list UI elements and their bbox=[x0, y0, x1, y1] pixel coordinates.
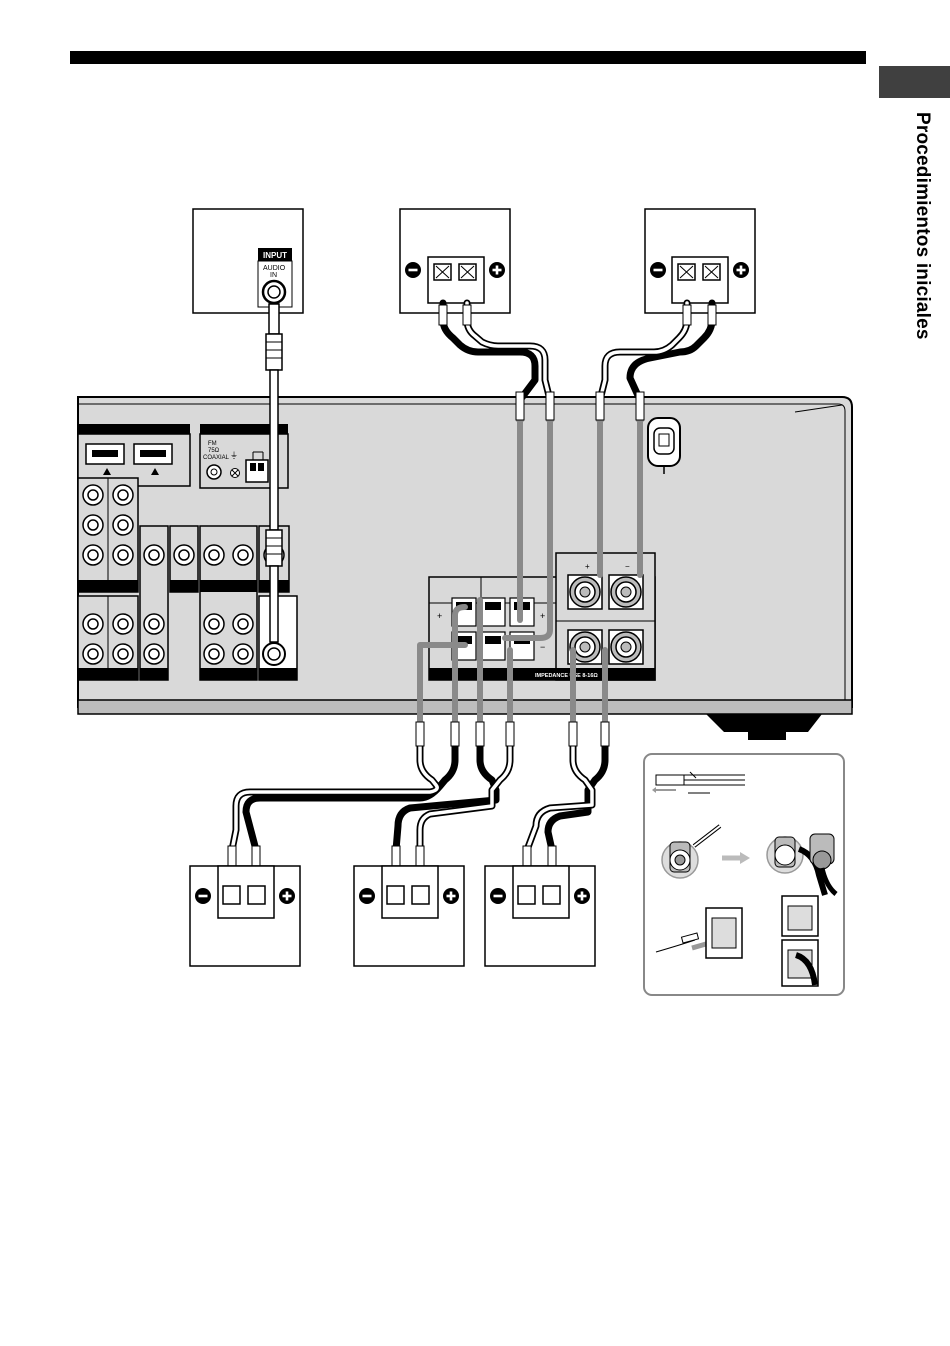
speaker-front-right bbox=[645, 209, 755, 313]
svg-text:+: + bbox=[585, 562, 590, 571]
svg-text:+: + bbox=[540, 611, 545, 621]
speaker-center bbox=[354, 866, 464, 966]
fm-ohm-label: 75Ω bbox=[208, 448, 220, 454]
speaker-front-left bbox=[400, 209, 510, 313]
speaker-surround-right bbox=[485, 866, 595, 966]
impedance-label: IMPEDANCE USE 8-16Ω bbox=[535, 673, 598, 679]
power-inlet bbox=[648, 418, 680, 474]
subwoofer-audio-label: AUDIO bbox=[263, 265, 286, 272]
speaker-surround-left bbox=[190, 866, 300, 966]
hdmi-panel bbox=[78, 424, 190, 486]
subwoofer-input-label: INPUT bbox=[263, 251, 287, 260]
subwoofer-box: INPUT AUDIO IN bbox=[193, 209, 303, 313]
fm-label: FM bbox=[208, 441, 217, 447]
svg-text:−: − bbox=[625, 562, 630, 571]
connection-inset bbox=[644, 754, 844, 995]
svg-text:−: − bbox=[540, 642, 545, 652]
fm-coaxial-label: COAXIAL bbox=[203, 455, 230, 461]
subwoofer-in-label: IN bbox=[270, 272, 277, 279]
svg-text:+: + bbox=[437, 611, 442, 621]
svg-text:⏚: ⏚ bbox=[230, 451, 238, 460]
